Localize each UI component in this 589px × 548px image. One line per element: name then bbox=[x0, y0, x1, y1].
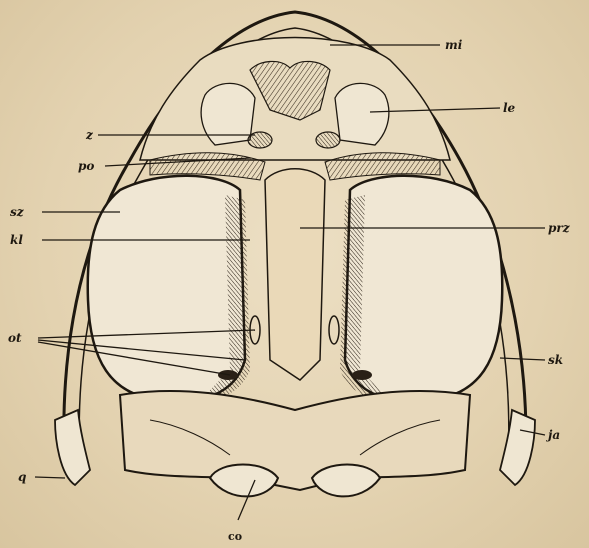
snout-region bbox=[140, 38, 450, 181]
label-ot: ot bbox=[8, 331, 22, 345]
label-le: le bbox=[503, 101, 516, 115]
label-sz: sz bbox=[10, 205, 25, 219]
label-sk: sk bbox=[548, 353, 563, 367]
label-co: co bbox=[228, 530, 242, 543]
label-kl: kl bbox=[10, 233, 23, 247]
otic-region bbox=[120, 391, 470, 490]
parasphenoid bbox=[265, 169, 325, 380]
left-orbit bbox=[88, 176, 260, 401]
label-ja: ja bbox=[546, 428, 560, 442]
right-orbit bbox=[329, 176, 502, 401]
label-mi: mi bbox=[445, 38, 463, 52]
label-q: q bbox=[18, 470, 26, 484]
label-po: po bbox=[78, 159, 94, 173]
label-z: z bbox=[85, 128, 94, 142]
label-prz: prz bbox=[548, 221, 571, 235]
